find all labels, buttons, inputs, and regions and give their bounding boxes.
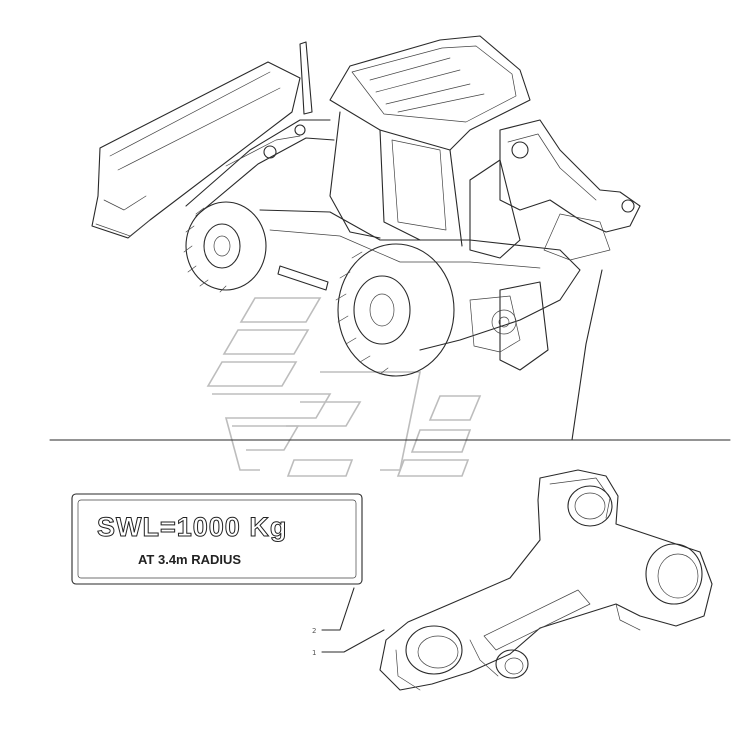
decal-line-1: SWL=1000 Kg bbox=[97, 512, 287, 542]
decal-line-2: AT 3.4m RADIUS bbox=[138, 552, 241, 567]
backhoe-loader-illustration bbox=[91, 35, 641, 441]
watermark-logo bbox=[206, 297, 482, 477]
link-part-illustration bbox=[379, 469, 713, 691]
callout-label-1: 1 bbox=[312, 649, 316, 657]
callout-label-2: 2 bbox=[312, 627, 316, 635]
swl-decal: SWL=1000 Kg AT 3.4m RADIUS bbox=[71, 493, 363, 585]
callout-leaders: 2 1 bbox=[312, 587, 385, 657]
